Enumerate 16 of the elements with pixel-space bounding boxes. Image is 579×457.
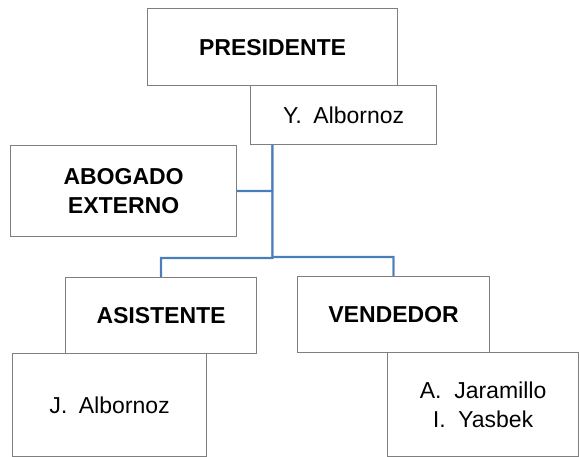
person-name: I. Yasbek [432, 404, 534, 434]
role-title: VENDEDOR [328, 300, 459, 329]
role-box [65, 277, 257, 354]
role-title: PRESIDENTE [199, 32, 346, 62]
name-box [387, 352, 579, 457]
role-box [10, 145, 237, 237]
person-name: A. Jaramillo [420, 376, 546, 404]
connector-line [271, 145, 395, 276]
name-box [12, 353, 207, 457]
role-title: ASISTENTE [96, 301, 226, 330]
role-title: ABOGADO EXTERNO [62, 162, 185, 220]
role-box [147, 8, 398, 86]
role-box [297, 276, 490, 353]
name-box [250, 85, 437, 145]
person-name: J. Albornoz [49, 390, 170, 420]
person-name: Y. Albornoz [282, 100, 404, 130]
